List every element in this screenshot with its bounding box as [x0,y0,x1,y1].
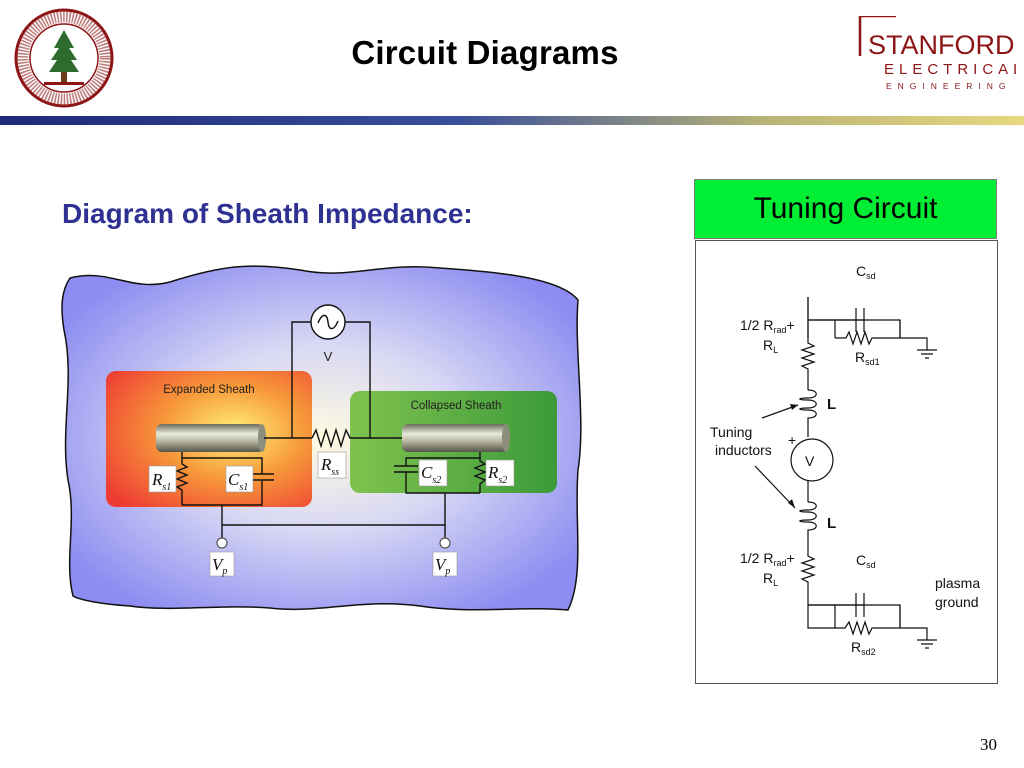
cs1-label: Cs1 [228,470,248,493]
tuning-circuit-title: Tuning Circuit [694,179,997,239]
upper-rl-resistor [800,338,816,390]
rs2-label: Rs2 [487,463,507,486]
brand-line-3: ENGINEERING [886,81,1012,91]
plasma-label-line2: ground [935,594,979,610]
source-plus-label: + [788,432,796,448]
brand-line-1: STANFORD [868,30,1015,60]
plasma-region [61,265,582,611]
source-voltage-label: V [324,349,333,364]
vp-left-terminal [216,537,228,549]
csd-top-label: Csd [856,263,876,281]
vp-right-label: Vp [435,555,450,577]
l-bottom-label: L [827,515,836,532]
tuning-label-line1: Tuning [710,424,752,440]
collapsed-sheath-label: Collapsed Sheath [411,400,502,412]
lower-inductor [799,501,817,550]
rsd2-label: Rsd2 [851,639,876,657]
page-number: 30 [980,735,997,754]
slide-title: Circuit Diagrams [351,34,619,71]
half-r-bottom-label: 1/2 Rrad+ [740,550,795,568]
rss-resistor [311,427,402,449]
header-divider-bar [0,116,1024,125]
rs1-label: Rs1 [151,470,171,493]
tuning-circuit-panel [695,240,998,684]
rl-top-label: RL [763,337,778,355]
l-top-label: L [827,396,836,413]
expanded-sheath-label: Expanded Sheath [163,384,254,396]
left-electrode [156,424,264,452]
tuning-voltage-source-icon [790,438,834,482]
section-subtitle: Diagram of Sheath Impedance: [62,198,473,229]
lower-rl-resistor [800,550,816,605]
upper-inductor [799,389,817,437]
right-electrode [402,424,508,452]
vp-left-label: Vp [212,555,227,577]
plasma-label-line1: plasma [935,575,980,591]
cs2-label: Cs2 [421,463,441,486]
tuning-source-label: V [805,453,815,469]
vp-right-terminal [439,537,451,549]
brand-line-2: ELECTRICAL [884,61,1016,78]
stanford-seal-logo [14,8,114,108]
rss-label: Rss [320,455,339,478]
stanford-ee-logo: STANFORD ELECTRICAL ENGINEERING [858,16,1016,91]
tuning-label-line2: inductors [715,442,772,458]
csd-bottom-label: Csd [856,552,876,570]
rsd1-label: Rsd1 [855,349,880,367]
half-r-top-label: 1/2 Rrad+ [740,317,795,335]
sheath-impedance-diagram: Expanded Sheath Collapsed Sheath V [61,265,582,611]
tuning-circuit-diagram: Csd 1/2 Rrad+ RL Rsd1 L Tuning inductors… [710,263,980,657]
rl-bottom-label: RL [763,570,778,588]
